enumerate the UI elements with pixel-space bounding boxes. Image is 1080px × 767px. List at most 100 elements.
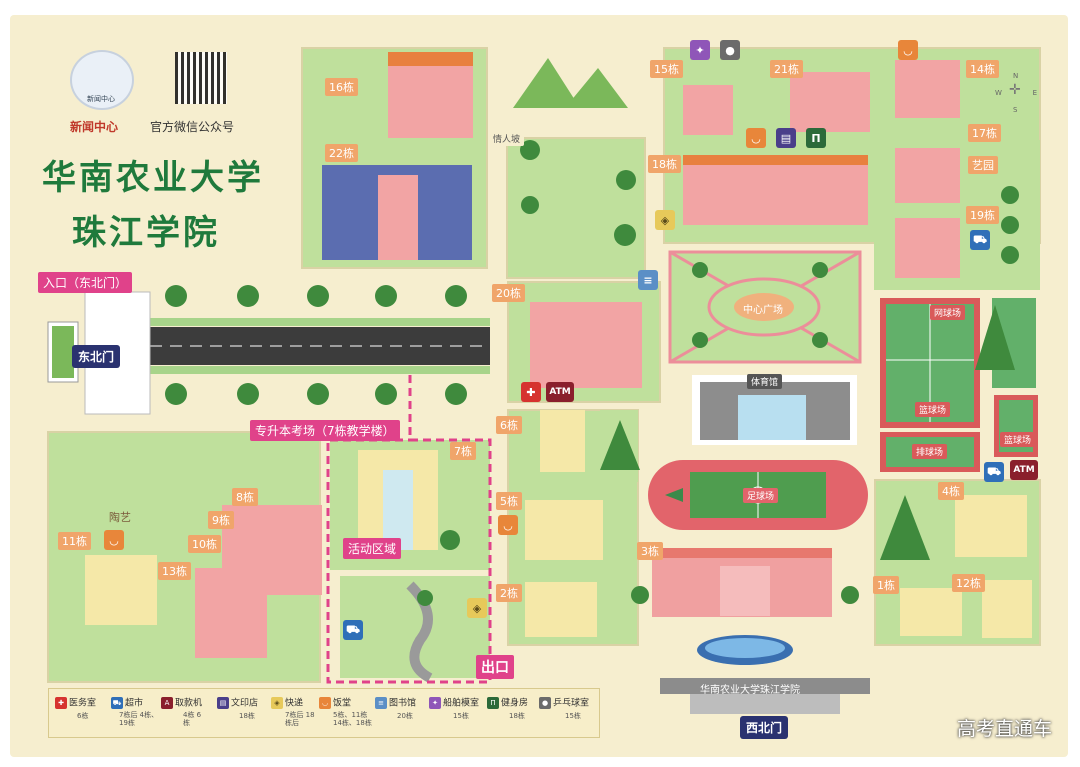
compass-e: E — [1032, 89, 1037, 97]
legend-item-supermarket: ⛟超市 7栋后 4栋、19栋 — [111, 697, 158, 727]
building-3-label[interactable]: 3栋 — [637, 542, 663, 560]
bowl-icon[interactable]: ◡ — [746, 128, 766, 148]
atm-icon[interactable]: ATM — [546, 382, 574, 402]
exit-marker[interactable]: 出口 — [476, 655, 514, 679]
volleyball-court-label: 排球场 — [912, 444, 948, 459]
legend-item-express: ◈快递 7栋后 18栋后 — [271, 697, 315, 727]
building-15-label[interactable]: 15栋 — [650, 60, 683, 78]
pingpong-icon: ● — [539, 697, 551, 709]
legend-label: 快递 — [285, 698, 304, 709]
cart-icon[interactable]: ⛟ — [970, 230, 990, 250]
legend-item-canteen: ◡饭堂 5栋、11栋 14栋、18栋 — [319, 697, 372, 727]
package-icon: ◈ — [271, 697, 283, 709]
gym-label: 体育馆 — [747, 374, 783, 389]
legend-sub: 4栋 6栋 — [183, 711, 202, 727]
bowl-icon[interactable]: ◡ — [498, 515, 518, 535]
wechat-text: 官方微信公众号 — [150, 120, 235, 134]
page-title-line2: 珠江学院 — [72, 213, 220, 253]
legend-item-print-shop: ▤文印店 18栋 — [217, 697, 259, 720]
tennis-court-label: 网球场 — [930, 305, 966, 320]
atm-icon: A — [161, 697, 173, 709]
legend-label: 船舶模室 — [443, 698, 480, 709]
legend-label: 健身房 — [501, 698, 529, 709]
cross-icon[interactable]: ✚ — [521, 382, 541, 402]
compass-n: N — [1013, 72, 1019, 80]
building-22-label[interactable]: 22栋 — [325, 144, 358, 162]
legend-sub: 15栋 — [565, 712, 581, 720]
legend-label: 超市 — [125, 698, 144, 709]
fitness-icon: Π — [487, 697, 499, 709]
legend-sub: 20栋 — [397, 712, 413, 720]
basketball-court-label-1: 篮球场 — [915, 402, 951, 417]
center-plaza-label: 中心广场 — [743, 305, 783, 316]
legend-item-clinic: ✚医务室 6栋 — [55, 697, 97, 720]
cross-icon: ✚ — [55, 697, 67, 709]
legend-label: 乒乓球室 — [553, 698, 590, 709]
boat-icon[interactable]: ✦ — [690, 40, 710, 60]
activity-area-marker[interactable]: 活动区域 — [343, 538, 402, 559]
printer-icon[interactable]: ▤ — [776, 128, 796, 148]
building-11-label[interactable]: 11栋 — [58, 532, 91, 550]
gate-sign: 华南农业大学珠江学院 — [700, 685, 800, 696]
legend-label: 图书馆 — [389, 698, 417, 709]
building-5-label[interactable]: 5栋 — [496, 492, 522, 510]
west-gate-label[interactable]: 西北门 — [740, 716, 789, 739]
building-14-label[interactable]: 14栋 — [966, 60, 999, 78]
compass-icon: N E S W ✛ — [995, 72, 1037, 114]
building-16-label[interactable]: 16栋 — [325, 78, 358, 96]
package-icon[interactable]: ◈ — [655, 210, 675, 230]
news-center-logo — [70, 50, 134, 110]
building-7-label[interactable]: 7栋 — [450, 442, 476, 460]
watermark: 高考直通车 — [956, 718, 1052, 740]
bowl-icon[interactable]: ◡ — [104, 530, 124, 550]
building-9-label[interactable]: 9栋 — [208, 511, 234, 529]
exam-site-marker[interactable]: 专升本考场（7栋教学楼） — [250, 420, 400, 441]
building-8-label[interactable]: 8栋 — [232, 488, 258, 506]
northeast-gate-label[interactable]: 东北门 — [72, 345, 121, 368]
bowl-icon: ◡ — [319, 697, 331, 709]
building-18-label[interactable]: 18栋 — [648, 155, 681, 173]
legend-sub: 6栋 — [77, 712, 89, 720]
legend-sub: 15栋 — [453, 712, 469, 720]
legend-sub: 18栋 — [509, 712, 525, 720]
cart-icon[interactable]: ⛟ — [984, 462, 1004, 482]
building-4-label[interactable]: 4栋 — [938, 482, 964, 500]
art-garden-label: 艺园 — [968, 156, 998, 174]
building-19-label[interactable]: 19栋 — [966, 206, 999, 224]
building-6-label[interactable]: 6栋 — [496, 416, 522, 434]
building-21-label[interactable]: 21栋 — [770, 60, 803, 78]
building-13-label[interactable]: 13栋 — [158, 562, 191, 580]
football-field-label: 足球场 — [743, 488, 779, 503]
logo-caption: 新闻中心 — [87, 95, 115, 103]
legend-label: 文印店 — [231, 698, 259, 709]
bowl-icon[interactable]: ◡ — [898, 40, 918, 60]
pingpong-icon[interactable]: ● — [720, 40, 740, 60]
news-center-text: 新闻中心 — [70, 120, 119, 134]
compass-s: S — [1013, 106, 1018, 114]
building-12-label[interactable]: 12栋 — [952, 574, 985, 592]
entrance-marker[interactable]: 入口（东北门） — [38, 272, 133, 293]
package-icon[interactable]: ◈ — [467, 598, 487, 618]
basketball-court-label-2: 篮球场 — [1000, 432, 1036, 447]
pottery-label: 陶艺 — [109, 511, 131, 524]
fitness-icon[interactable]: Π — [806, 128, 826, 148]
building-1-label[interactable]: 1栋 — [873, 576, 899, 594]
books-icon[interactable]: ≡ — [638, 270, 658, 290]
page-title-line1: 华南农业大学 — [42, 158, 264, 198]
cart-icon[interactable]: ⛟ — [343, 620, 363, 640]
building-20-label[interactable]: 20栋 — [492, 284, 525, 302]
compass-w: W — [995, 89, 1002, 97]
building-10-label[interactable]: 10栋 — [188, 535, 221, 553]
legend-item-pingpong-room: ●乒乓球室 15栋 — [539, 697, 590, 720]
legend-label: 医务室 — [69, 698, 97, 709]
building-17-label[interactable]: 17栋 — [968, 124, 1001, 142]
building-2-label[interactable]: 2栋 — [496, 584, 522, 602]
atm-icon[interactable]: ATM — [1010, 460, 1038, 480]
books-icon: ≡ — [375, 697, 387, 709]
legend-item-boat-model-room: ✦船舶模室 15栋 — [429, 697, 480, 720]
legend-label: 取款机 — [175, 698, 203, 709]
boat-icon: ✦ — [429, 697, 441, 709]
legend-item-library: ≡图书馆 20栋 — [375, 697, 417, 720]
